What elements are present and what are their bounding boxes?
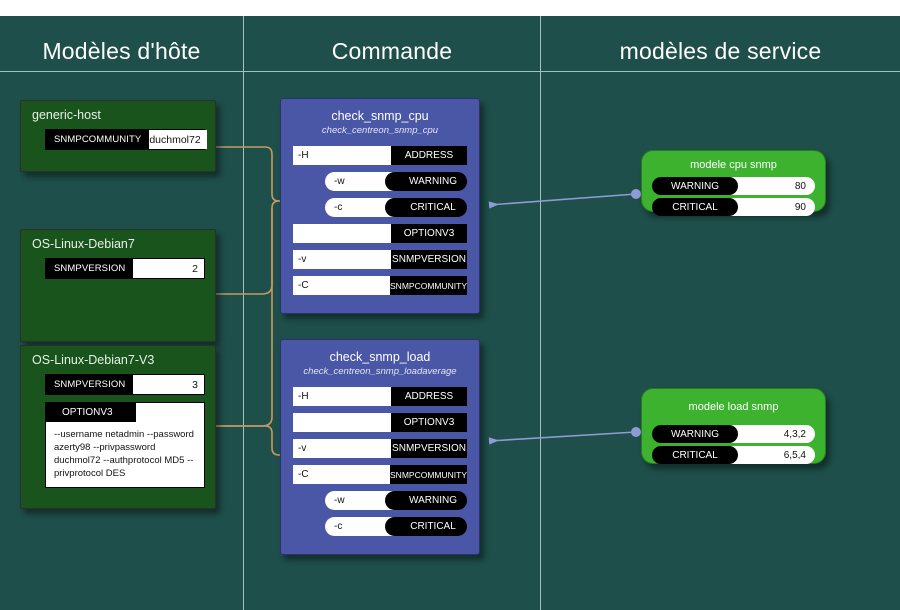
command-arg-row[interactable]: -v SNMPVERSION <box>293 439 467 458</box>
column-divider-2 <box>540 16 541 610</box>
column-title-service-templates: modèles de service <box>619 38 822 64</box>
macro-value: 4,3,2 <box>720 425 815 443</box>
command-arg-row[interactable]: -C SNMPCOMMUNITY <box>293 465 467 484</box>
host-template-node[interactable]: OS-Linux-Debian7 SNMPVERSION 2 <box>20 229 216 342</box>
macro-row[interactable]: SNMPCOMMUNITY duchmol72 <box>45 129 207 150</box>
command-arg-row[interactable]: OPTIONV3 <box>293 413 467 432</box>
column-divider-1 <box>243 16 244 610</box>
arg-label: CRITICAL <box>385 517 467 536</box>
macro-value: 2 <box>133 259 204 278</box>
host-template-title: generic-host <box>32 108 101 122</box>
header-divider <box>0 71 900 72</box>
macro-row[interactable]: CRITICAL 6,5,4 <box>652 446 815 464</box>
macro-key: CRITICAL <box>652 198 738 216</box>
diagram-board: Modèles d'hôte Commande modèles de servi… <box>0 16 900 610</box>
service-template-node[interactable]: modele load snmp WARNING 4,3,2 CRITICAL … <box>641 388 826 464</box>
arg-label: CRITICAL <box>385 198 467 217</box>
macro-value: 3 <box>133 375 204 394</box>
column-title-commands: Commande <box>331 38 453 64</box>
command-arg-row[interactable]: -C SNMPCOMMUNITY <box>293 276 467 295</box>
host-template-node[interactable]: generic-host SNMPCOMMUNITY duchmol72 <box>20 100 216 172</box>
arg-label: WARNING <box>385 172 467 191</box>
macro-row[interactable]: CRITICAL 90 <box>652 198 815 216</box>
arg-flag <box>293 413 391 432</box>
macro-value: 6,5,4 <box>720 446 815 464</box>
macro-key: SNMPCOMMUNITY <box>46 130 150 149</box>
arg-label: SNMPVERSION <box>391 439 467 458</box>
host-template-title: OS-Linux-Debian7 <box>32 237 135 251</box>
command-arg-row[interactable]: -c CRITICAL <box>325 517 467 536</box>
macro-value: 80 <box>720 177 815 195</box>
arg-flag: -C <box>293 276 391 295</box>
macro-key: SNMPVERSION <box>46 375 134 394</box>
macro-row[interactable]: WARNING 80 <box>652 177 815 195</box>
command-arg-row[interactable]: OPTIONV3 <box>293 224 467 243</box>
macro-row[interactable]: WARNING 4,3,2 <box>652 425 815 443</box>
macro-row[interactable]: SNMPVERSION 2 <box>45 258 205 279</box>
command-title: check_snmp_cpu <box>331 109 429 123</box>
macro-key: OPTIONV3 <box>46 403 136 422</box>
service-template-title: modele cpu snmp <box>690 159 777 171</box>
service-template-title: modele load snmp <box>688 401 779 413</box>
command-title: check_snmp_load <box>329 350 431 364</box>
command-arg-row[interactable]: -H ADDRESS <box>293 146 467 165</box>
arg-label: SNMPCOMMUNITY <box>390 465 467 484</box>
macro-row[interactable]: SNMPVERSION 3 <box>45 374 205 395</box>
arg-label: OPTIONV3 <box>391 224 467 243</box>
arg-label: ADDRESS <box>391 146 467 165</box>
macro-value: duchmol72 <box>149 130 207 149</box>
macro-key: CRITICAL <box>652 446 738 464</box>
arg-label: SNMPCOMMUNITY <box>390 276 467 295</box>
macro-value: 90 <box>720 198 815 216</box>
arg-flag <box>293 224 391 243</box>
macro-key: SNMPVERSION <box>46 259 134 278</box>
macro-value: --username netadmin --password azerty98 … <box>54 429 194 479</box>
arg-label: SNMPVERSION <box>391 250 467 269</box>
arg-label: OPTIONV3 <box>391 413 467 432</box>
command-arg-row[interactable]: -c CRITICAL <box>325 198 467 217</box>
command-arg-row[interactable]: -H ADDRESS <box>293 387 467 406</box>
command-arg-row[interactable]: -w WARNING <box>325 172 467 191</box>
command-binary: check_centreon_snmp_loadaverage <box>303 366 457 377</box>
command-arg-row[interactable]: -v SNMPVERSION <box>293 250 467 269</box>
command-arg-row[interactable]: -w WARNING <box>325 491 467 510</box>
arg-flag: -C <box>293 465 391 484</box>
service-template-node[interactable]: modele cpu snmp WARNING 80 CRITICAL 90 <box>641 150 826 216</box>
arg-flag: -v <box>293 250 391 269</box>
arg-label: ADDRESS <box>391 387 467 406</box>
arg-label: WARNING <box>385 491 467 510</box>
macro-block[interactable]: OPTIONV3 --username netadmin --password … <box>45 402 205 488</box>
arg-flag: -H <box>293 146 391 165</box>
command-node[interactable]: check_snmp_cpu check_centreon_snmp_cpu -… <box>280 98 480 314</box>
arg-flag: -H <box>293 387 391 406</box>
macro-key: WARNING <box>652 425 738 443</box>
column-title-host-templates: Modèles d'hôte <box>42 38 201 64</box>
macro-key: WARNING <box>652 177 738 195</box>
host-template-node[interactable]: OS-Linux-Debian7-V3 SNMPVERSION 3 OPTION… <box>20 345 216 509</box>
command-binary: check_centreon_snmp_cpu <box>321 125 439 136</box>
arg-flag: -v <box>293 439 391 458</box>
command-node[interactable]: check_snmp_load check_centreon_snmp_load… <box>280 339 480 555</box>
host-template-title: OS-Linux-Debian7-V3 <box>32 353 155 367</box>
